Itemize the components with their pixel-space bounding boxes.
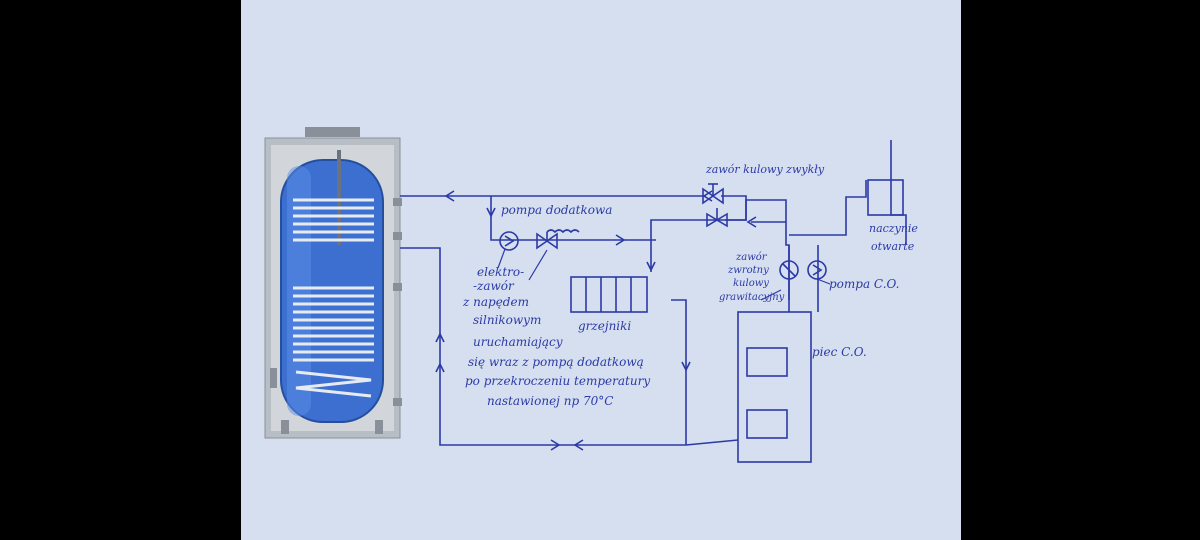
label-electrovalve-7: po przekroczeniu temperatury xyxy=(465,374,650,388)
top-return-pipe xyxy=(650,195,747,272)
arrow-right-pump xyxy=(615,234,626,246)
co-pump-symbol xyxy=(807,260,827,280)
radiator-return xyxy=(671,299,687,445)
label-open-vessel-2: otwarte xyxy=(871,240,915,253)
electro-valve-symbol xyxy=(536,229,580,250)
label-electrovalve-3: z napędem xyxy=(462,295,529,309)
label-extra-pump: pompa dodatkowa xyxy=(501,203,612,217)
label-electrovalve-2: -zawór xyxy=(473,279,515,293)
tank-lower-pipe xyxy=(400,247,686,446)
flow-arrows xyxy=(435,190,757,451)
boiler-symbol xyxy=(737,311,812,463)
label-electrovalve-8: nastawionej np 70°C xyxy=(487,394,613,408)
arrow-top-left xyxy=(444,190,455,202)
heating-schematic: zawór kulowy zwykły pompa dodatkowa elek… xyxy=(264,127,918,463)
label-gravity-valve-3: kulowy xyxy=(733,278,769,289)
ball-valve-top xyxy=(702,183,724,205)
label-open-vessel-1: naczynie xyxy=(869,222,918,235)
open-expansion-vessel xyxy=(867,179,904,216)
label-gravity-valve-4: grawitacyjny xyxy=(719,292,785,303)
label-co-pump: pompa C.O. xyxy=(829,277,899,291)
radiator-symbol xyxy=(570,276,648,313)
label-electrovalve-5: uruchamiający xyxy=(473,335,563,349)
arrow-down-right xyxy=(681,361,691,372)
label-ball-valve: zawór kulowy zwykły xyxy=(705,163,825,176)
arrow-bottom-1 xyxy=(550,439,561,451)
arrow-down-pump xyxy=(486,207,496,218)
arrow-bottom-2 xyxy=(573,439,584,451)
ball-valve-lower xyxy=(706,208,728,228)
label-gravity-valve-2: zwrotny xyxy=(727,265,769,276)
label-boiler: piec C.O. xyxy=(812,345,867,359)
label-gravity-valve-1: zawór xyxy=(735,252,768,263)
label-radiators: grzejniki xyxy=(578,319,631,333)
hot-water-tank xyxy=(264,127,402,439)
label-electrovalve-1: elektro- xyxy=(477,265,524,279)
bottom-return xyxy=(685,439,739,446)
extra-pump-symbol xyxy=(499,231,519,251)
gravity-check-valve xyxy=(779,260,799,280)
vessel-pipe xyxy=(789,180,867,236)
paper-sheet: zawór kulowy zwykły pompa dodatkowa elek… xyxy=(241,0,961,540)
leader-lines xyxy=(497,248,831,301)
arrow-vessel xyxy=(746,216,757,228)
label-electrovalve-4: silnikowym xyxy=(473,313,541,327)
label-electrovalve-6: się wraz z pompą dodatkową xyxy=(468,355,644,369)
arrow-down-radiator xyxy=(646,261,656,272)
extra-pump-branch xyxy=(490,196,656,241)
valve-right-pipe xyxy=(725,199,790,300)
arrow-up-left-1 xyxy=(435,332,445,343)
arrow-up-left-2 xyxy=(435,362,445,373)
